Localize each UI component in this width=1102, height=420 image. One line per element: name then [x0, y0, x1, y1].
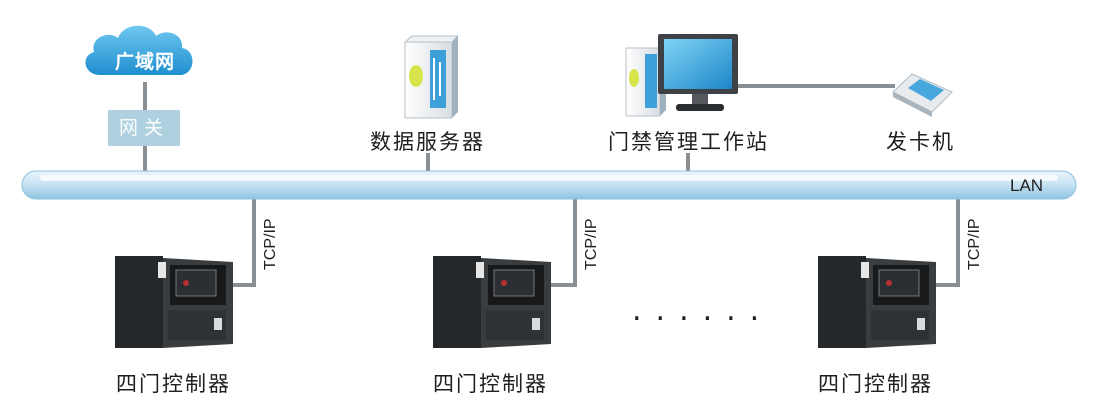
gateway-box: 网关 [108, 110, 180, 146]
wan-label: 广域网 [114, 51, 175, 73]
controller-2-icon [433, 256, 551, 348]
controller-3-label: 四门控制器 [818, 372, 933, 396]
connectors [143, 82, 960, 287]
controller-1-link-label: TCP/IP [262, 218, 279, 270]
controller-3-icon [818, 256, 936, 348]
controller-2-label: 四门控制器 [433, 372, 548, 396]
controller-1-label: 四门控制器 [116, 372, 231, 396]
controller-3-link-line [935, 198, 960, 287]
controller-1-icon [115, 256, 233, 348]
wan-cloud-icon [85, 25, 193, 75]
controller-2-link-label: TCP/IP [583, 218, 600, 270]
gateway-label: 网关 [118, 117, 169, 139]
lan-bus [21, 170, 1077, 200]
ellipsis: ...... [632, 293, 774, 328]
workstation-label: 门禁管理工作站 [608, 130, 769, 154]
card-issuer-label: 发卡机 [886, 130, 955, 154]
controller-1-link-line [232, 198, 256, 287]
card-issuer-icon [892, 73, 953, 117]
controller-3-link-label: TCP/IP [966, 218, 983, 270]
data-server-icon [403, 35, 460, 119]
workstation-icon [625, 34, 738, 117]
lan-label: LAN [1010, 176, 1044, 195]
controller-2-link-line [550, 198, 577, 287]
data-server-label: 数据服务器 [370, 130, 485, 154]
